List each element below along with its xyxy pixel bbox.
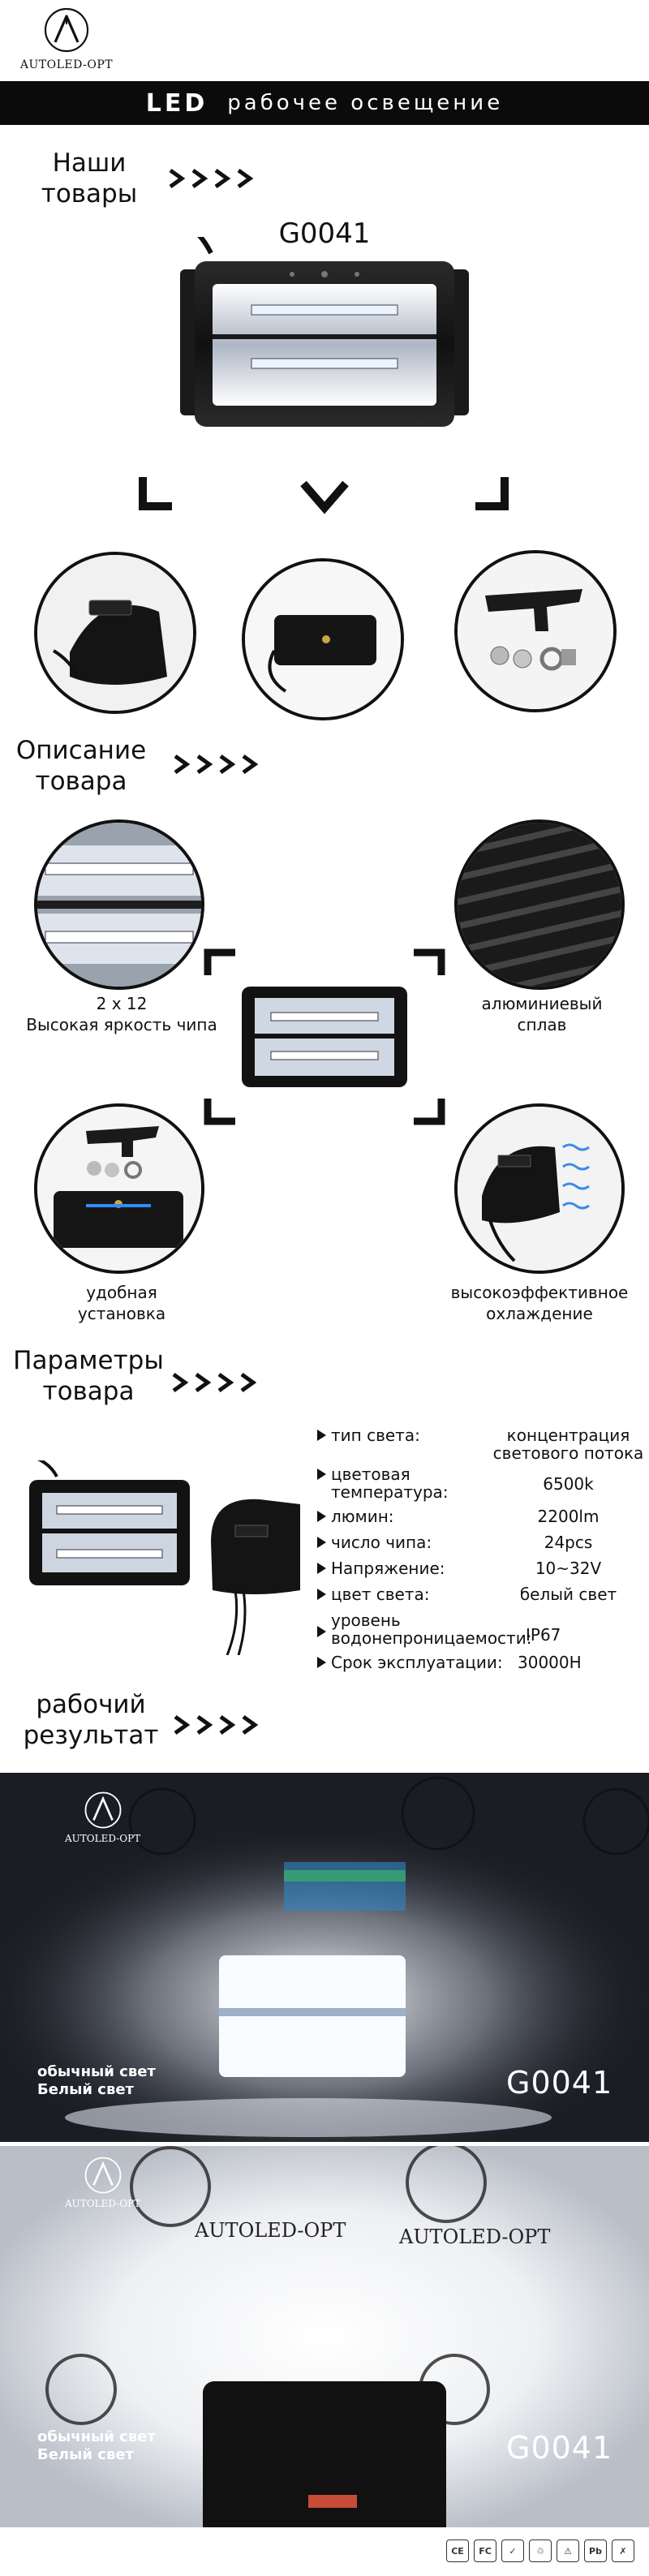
autoled-logo-icon <box>84 2157 122 2194</box>
autoled-logo-icon <box>44 7 89 53</box>
triangle-bullet-icon <box>317 1657 326 1668</box>
params-lamp-front-image <box>29 1460 190 1585</box>
result-photo-night: AUTOLED-OPT обычный свет Белый свет G004… <box>0 1773 649 2142</box>
spec-row: Напряжение: 10~32V <box>315 1559 647 1577</box>
photo2-brand-watermark: AUTOLED-OPT <box>195 2219 346 2242</box>
chevrons-icon <box>169 168 254 189</box>
day-light-image <box>0 2146 649 2527</box>
fcc-cert-icon: FC <box>474 2539 496 2562</box>
night-light-image <box>0 1773 649 2142</box>
section-heading-products: Наши товары <box>41 148 138 209</box>
weee-cert-icon: ✗ <box>612 2539 634 2562</box>
title-banner: LED рабочее освещение <box>0 81 649 125</box>
spec-row: число чипа: 24pcs <box>315 1533 647 1551</box>
photo2-caption: обычный свет Белый свет <box>37 2428 156 2463</box>
triangle-bullet-icon <box>317 1430 326 1441</box>
aluminum-fins-image <box>458 823 621 987</box>
mounting-image <box>37 1107 201 1271</box>
photo1-logo: AUTOLED-OPT <box>65 1791 140 1844</box>
section-heading-result: рабочий результат <box>23 1690 159 1750</box>
circle-cooling <box>454 1103 625 1274</box>
cooling-image <box>458 1107 621 1271</box>
section-heading-description: Описание товара <box>15 736 147 796</box>
recycle-cert-icon: ♲ <box>529 2539 552 2562</box>
circle-aluminum <box>454 819 625 990</box>
led-chips-image <box>37 823 201 987</box>
chevrons-icon <box>174 754 259 775</box>
triangle-bullet-icon <box>317 1563 326 1574</box>
arrow-down-right-icon <box>475 477 509 510</box>
autoled-logo-icon <box>84 1791 122 1829</box>
feature-cooling-caption: высокоэффективное охлаждение <box>450 1283 629 1323</box>
brand-name: AUTOLED-OPT <box>19 58 114 71</box>
triangle-bullet-icon <box>317 1589 326 1600</box>
lamp-back-image <box>37 555 193 711</box>
pb-free-cert-icon: Pb <box>584 2539 607 2562</box>
lamp-side-image <box>245 561 401 717</box>
section-heading-parameters: Параметры товара <box>13 1346 164 1406</box>
warning-cert-icon: ⚠ <box>557 2539 579 2562</box>
photo2-code: G0041 <box>506 2430 613 2466</box>
arrow-down-left-icon <box>139 477 172 510</box>
arrow-down-icon <box>300 480 349 514</box>
chevrons-icon <box>174 1714 259 1735</box>
feature-aluminum-caption: алюминиевый сплав <box>481 994 603 1034</box>
banner-title: рабочее освещение <box>227 91 504 115</box>
spec-row: люмин: 2200lm <box>315 1507 647 1525</box>
spec-row: Срок эксплуатации: 30000H <box>315 1654 647 1671</box>
photo1-code: G0041 <box>506 2065 613 2101</box>
circle-mounting <box>34 1103 204 1274</box>
result-photo-day: AUTOLED-OPT AUTOLED-OPT AUTOLED-OPT обыч… <box>0 2146 649 2527</box>
banner-led: LED <box>145 88 208 118</box>
photo2-brand-watermark-2: AUTOLED-OPT <box>399 2226 551 2248</box>
circle-lamp-back <box>34 552 196 714</box>
photo2-logo: AUTOLED-OPT <box>65 2156 140 2209</box>
triangle-bullet-icon <box>317 1626 326 1637</box>
params-lamp-back-image <box>211 1499 300 1655</box>
certification-icons: CE FC ✓ ♲ ⚠ Pb ✗ <box>446 2539 634 2562</box>
product-lamp-image <box>180 237 469 427</box>
bracket-bolts-image <box>458 553 613 709</box>
check-cert-icon: ✓ <box>501 2539 524 2562</box>
feature-chips-caption: 2 x 12 Высокая яркость чипа <box>26 994 217 1034</box>
spec-row: цвет света: белый свет <box>315 1585 647 1603</box>
triangle-bullet-icon <box>317 1511 326 1522</box>
feature-mounting-caption: удобная установка <box>77 1283 166 1323</box>
circle-chips <box>34 819 204 990</box>
triangle-bullet-icon <box>317 1469 326 1480</box>
triangle-bullet-icon <box>317 1537 326 1548</box>
photo1-caption: обычный свет Белый свет <box>37 2063 156 2098</box>
ce-cert-icon: CE <box>446 2539 469 2562</box>
circle-lamp-side <box>242 558 404 720</box>
chevrons-icon <box>172 1372 257 1393</box>
product-code: G0041 <box>278 217 371 250</box>
center-lamp-with-brackets <box>204 948 445 1125</box>
brand-logo: AUTOLED-OPT <box>18 6 115 75</box>
circle-bracket-bolts <box>454 550 617 712</box>
